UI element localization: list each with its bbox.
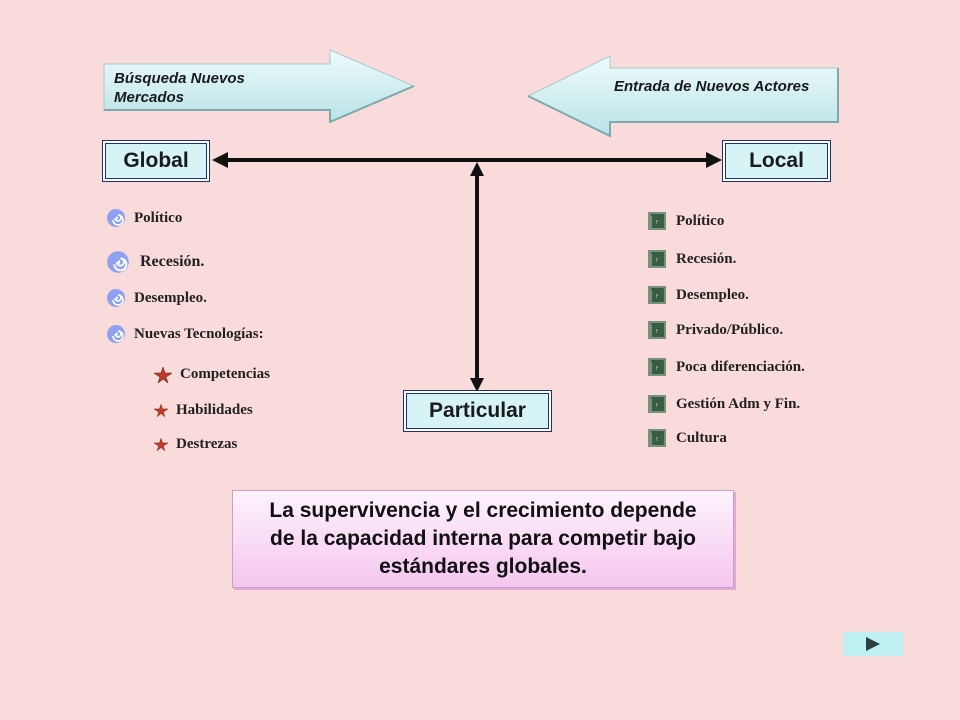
square-spiral-icon <box>648 250 666 268</box>
star-icon <box>154 438 168 451</box>
left-arrowhead <box>212 152 228 168</box>
local-item-label: Gestión Adm y Fin. <box>676 395 801 412</box>
global-subitem-label: Habilidades <box>176 402 253 418</box>
arrow-label-entrada: Entrada de Nuevos Actores <box>614 78 810 95</box>
local-item: Desempleo. <box>648 286 749 304</box>
arrow-label-busqueda: Búsqueda Nuevos Mercados <box>114 70 245 106</box>
conclusion-callout: La supervivencia y el crecimiento depend… <box>232 490 734 588</box>
conclusion-text: La supervivencia y el crecimiento depend… <box>269 499 697 578</box>
local-box: Local <box>722 140 831 182</box>
global-item: Desempleo. <box>106 288 207 308</box>
next-slide-button[interactable] <box>843 632 903 656</box>
square-spiral-icon <box>648 321 666 339</box>
global-subitem: Destrezas <box>154 436 237 453</box>
star-icon <box>154 366 172 383</box>
global-subitem-label: Destrezas <box>176 436 238 452</box>
local-item-label: Desempleo. <box>676 286 749 303</box>
play-triangle-icon <box>866 637 880 651</box>
local-item-label: Privado/Público. <box>676 321 784 338</box>
local-item: Cultura <box>648 429 727 447</box>
right-block-arrow <box>103 49 416 124</box>
global-item-label: Político <box>134 209 183 226</box>
global-item: Político <box>106 208 182 228</box>
bottom-arrowhead <box>470 378 484 392</box>
local-item: Poca diferenciación. <box>648 358 805 376</box>
local-item-label: Político <box>676 212 725 229</box>
square-spiral-icon <box>648 286 666 304</box>
right-arrowhead <box>706 152 722 168</box>
spiral-icon <box>107 325 125 343</box>
global-item-label: Nuevas Tecnologías: <box>134 325 264 342</box>
spiral-icon <box>107 209 125 227</box>
global-item: Nuevas Tecnologías: <box>106 324 264 344</box>
global-item: Recesión. <box>106 250 204 274</box>
square-spiral-icon <box>648 395 666 413</box>
star-icon <box>154 404 168 417</box>
square-spiral-icon <box>648 212 666 230</box>
global-subitem: Competencias <box>154 366 270 383</box>
local-item: Privado/Público. <box>648 321 783 339</box>
spiral-icon <box>107 251 129 273</box>
global-subitem-label: Competencias <box>180 366 270 382</box>
local-item-label: Cultura <box>676 429 727 446</box>
global-subitem: Habilidades <box>154 402 253 419</box>
left-block-arrow <box>526 55 839 138</box>
global-box: Global <box>102 140 210 182</box>
top-arrowhead <box>470 162 484 176</box>
local-item: Recesión. <box>648 250 736 268</box>
local-item-label: Recesión. <box>676 250 737 267</box>
local-item-label: Poca diferenciación. <box>676 358 805 375</box>
global-item-label: Recesión. <box>140 253 205 270</box>
global-item-label: Desempleo. <box>134 289 207 306</box>
spiral-icon <box>107 289 125 307</box>
square-spiral-icon <box>648 429 666 447</box>
local-item: Gestión Adm y Fin. <box>648 395 800 413</box>
local-item: Político <box>648 212 724 230</box>
particular-box: Particular <box>403 390 552 432</box>
square-spiral-icon <box>648 358 666 376</box>
